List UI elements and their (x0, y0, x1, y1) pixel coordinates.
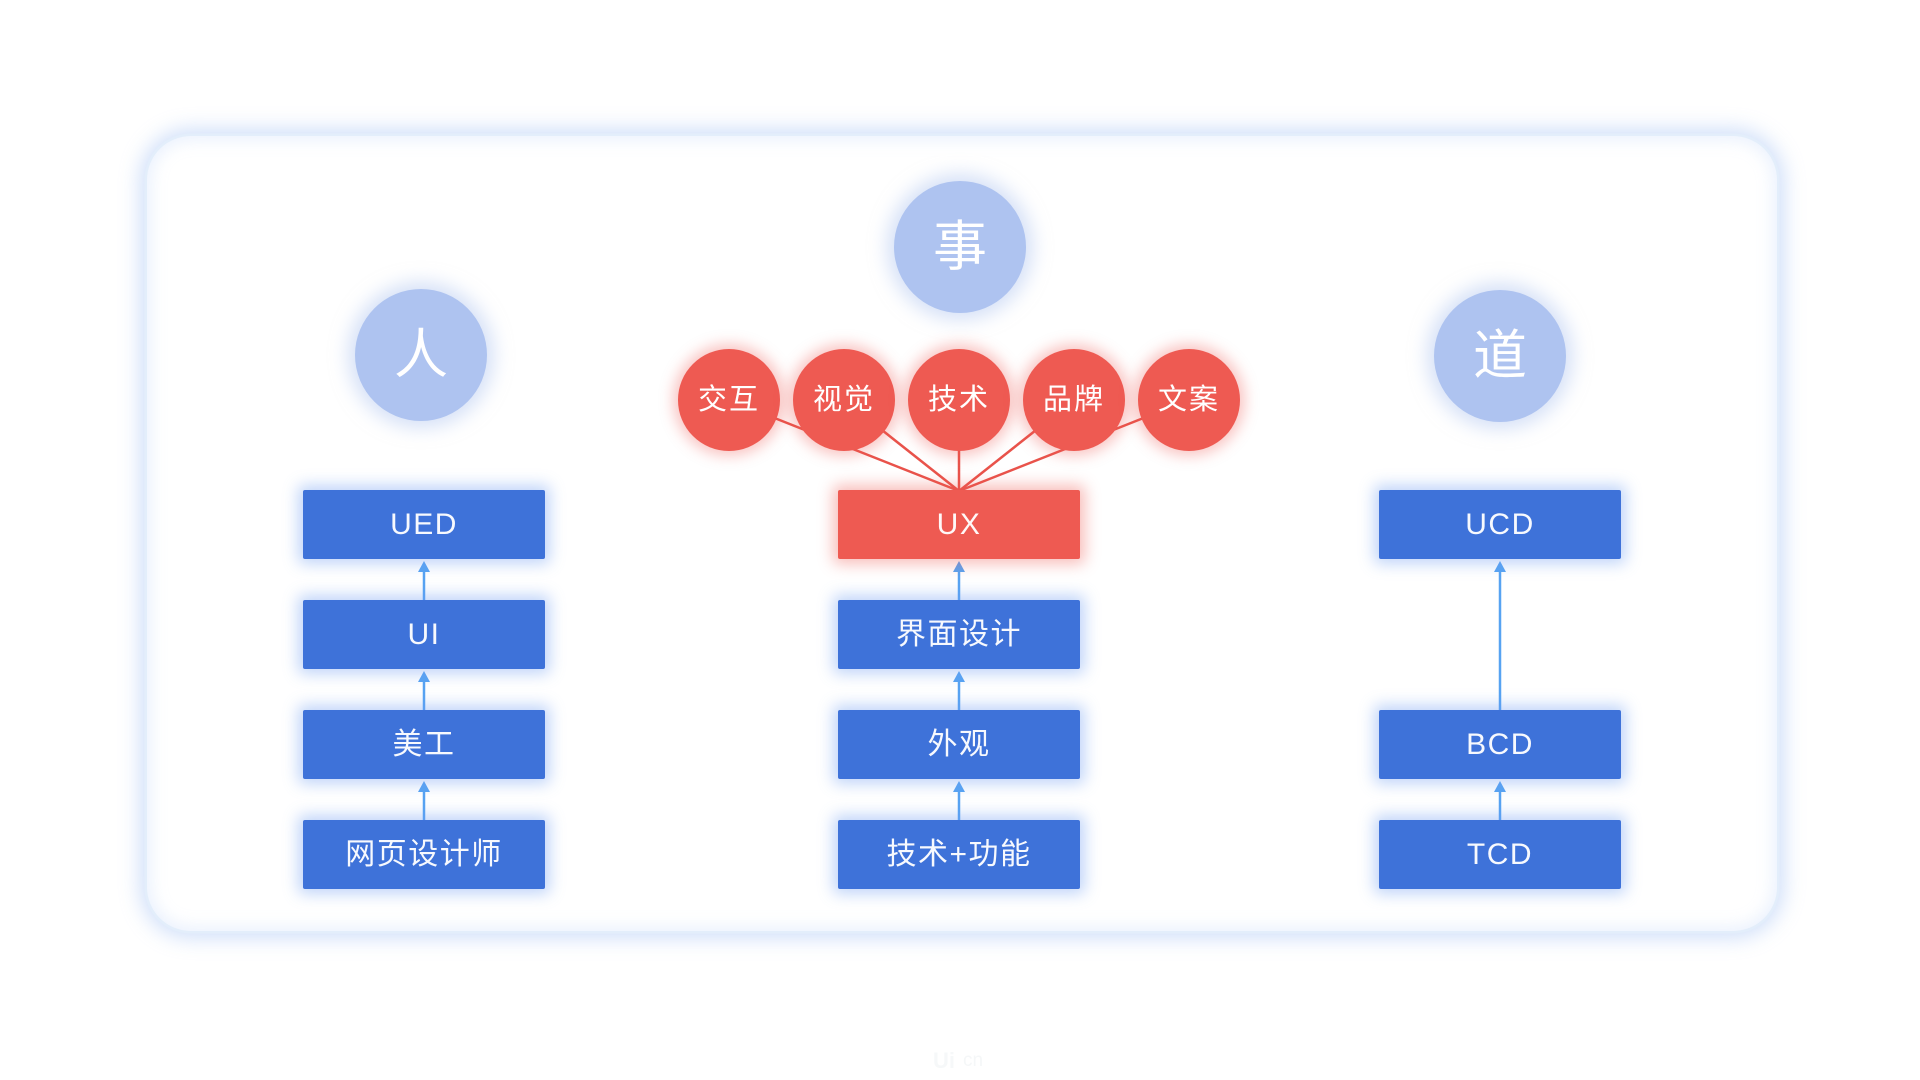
concept-circle-person-label: 人 (394, 325, 448, 385)
node-bcd-label: BCD (1466, 727, 1534, 761)
node-artist-label: 美工 (392, 727, 456, 761)
factor-circle-interaction: 交互 (678, 349, 780, 451)
node-ued-label: UED (390, 507, 458, 541)
node-ux-label: UX (936, 507, 982, 541)
node-appearance-label: 外观 (927, 727, 991, 761)
node-tcd: TCD (1379, 820, 1621, 889)
node-bcd: BCD (1379, 710, 1621, 779)
node-ux: UX (838, 490, 1080, 559)
node-web-designer-label: 网页设计师 (345, 837, 503, 871)
node-tcd-label: TCD (1466, 837, 1534, 871)
node-ucd-label: UCD (1465, 507, 1535, 541)
factor-circle-brand: 品牌 (1023, 349, 1125, 451)
factor-circle-visual-label: 视觉 (812, 383, 875, 416)
factor-circle-copywriting: 文案 (1138, 349, 1240, 451)
concept-circle-person: 人 (355, 289, 487, 421)
node-ui-label: UI (407, 617, 441, 651)
concept-circle-matter-label: 事 (933, 217, 987, 277)
factor-circle-copywriting-label: 文案 (1157, 383, 1220, 416)
concept-circle-way: 道 (1434, 290, 1566, 422)
concept-circle-way-label: 道 (1473, 326, 1527, 386)
concept-circle-matter: 事 (894, 181, 1026, 313)
factor-circle-technology: 技术 (908, 349, 1010, 451)
factor-circle-technology-label: 技术 (927, 383, 990, 416)
node-ui: UI (303, 600, 545, 669)
factor-circle-interaction-label: 交互 (697, 383, 760, 416)
node-ued: UED (303, 490, 545, 559)
node-artist: 美工 (303, 710, 545, 779)
node-tech-function: 技术+功能 (838, 820, 1080, 889)
node-tech-function-label: 技术+功能 (886, 837, 1032, 871)
node-interface-design: 界面设计 (838, 600, 1080, 669)
factor-circle-brand-label: 品牌 (1042, 383, 1105, 416)
node-interface-design-label: 界面设计 (896, 617, 1022, 651)
watermark: Ui cn (933, 1048, 983, 1074)
factor-circle-visual: 视觉 (793, 349, 895, 451)
node-ucd: UCD (1379, 490, 1621, 559)
node-web-designer: 网页设计师 (303, 820, 545, 889)
watermark-logo-icon: Ui (933, 1048, 955, 1073)
watermark-text: cn (963, 1050, 984, 1071)
node-appearance: 外观 (838, 710, 1080, 779)
